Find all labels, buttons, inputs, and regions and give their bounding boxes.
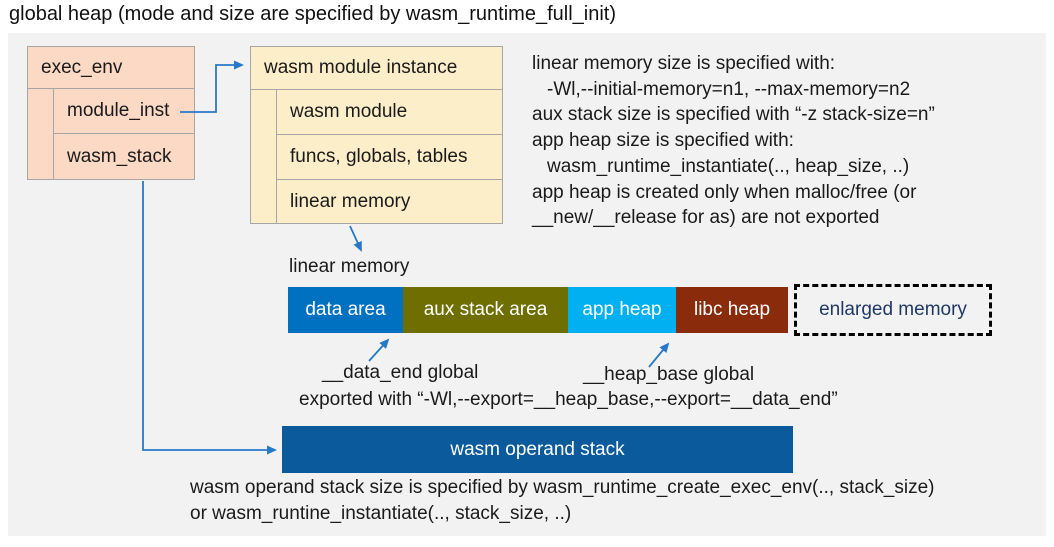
note-line: aux stack size is specified with “-z sta… <box>532 104 935 126</box>
note-line: app heap is created only when malloc/fre… <box>532 181 917 203</box>
module-instance-header: wasm module instance <box>251 47 502 90</box>
memory-segment-aux-stack-area: aux stack area <box>403 287 568 333</box>
module-instance-box: wasm module instance wasm module funcs, … <box>250 46 503 224</box>
operand-stack-note-line1: wasm operand stack size is specified by … <box>190 477 935 498</box>
linear-memory-label: linear memory <box>289 256 410 277</box>
exec-env-row-wasm-stack: wasm_stack <box>67 146 172 167</box>
wasm-operand-stack-bar: wasm operand stack <box>282 426 793 473</box>
module-instance-left-strip <box>251 90 277 223</box>
exec-env-header: exec_env <box>28 47 194 89</box>
note-line: linear memory size is specified with: <box>532 53 836 74</box>
note-line: -Wl,--initial-memory=n1, --max-memory=n2 <box>547 78 911 100</box>
note-line: app heap size is specified with: <box>532 130 794 152</box>
diagram-title: global heap (mode and size are specified… <box>9 3 616 25</box>
heap-base-global-label: __heap_base global <box>583 364 755 385</box>
memory-segment-libc-heap: libc heap <box>676 287 788 333</box>
note-line: wasm_runtime_instantiate(.., heap_size, … <box>547 155 910 177</box>
data-end-global-label: __data_end global <box>322 362 479 383</box>
exec-env-row-module-inst: module_inst <box>54 89 194 134</box>
memory-segment-app-heap: app heap <box>568 287 676 333</box>
linear-memory-notes: linear memory size is specified with: -W… <box>532 51 935 231</box>
module-instance-row-funcs-globals-tables: funcs, globals, tables <box>277 135 502 180</box>
exec-env-box: exec_env module_inst wasm_stack <box>27 46 195 180</box>
exec-env-left-strip <box>28 89 54 179</box>
memory-segment-enlarged-memory: enlarged memory <box>794 284 992 336</box>
memory-segment-data-area: data area <box>288 287 403 333</box>
operand-stack-note-line2: or wasm_runtine_instantiate(.., stack_si… <box>190 503 572 524</box>
module-instance-row-linear-memory: linear memory <box>290 191 411 212</box>
export-note: exported with “-Wl,--export=__heap_base,… <box>299 389 838 410</box>
note-line: __new/__release for as) are not exported <box>532 207 880 229</box>
module-instance-row-wasm-module: wasm module <box>277 90 502 135</box>
